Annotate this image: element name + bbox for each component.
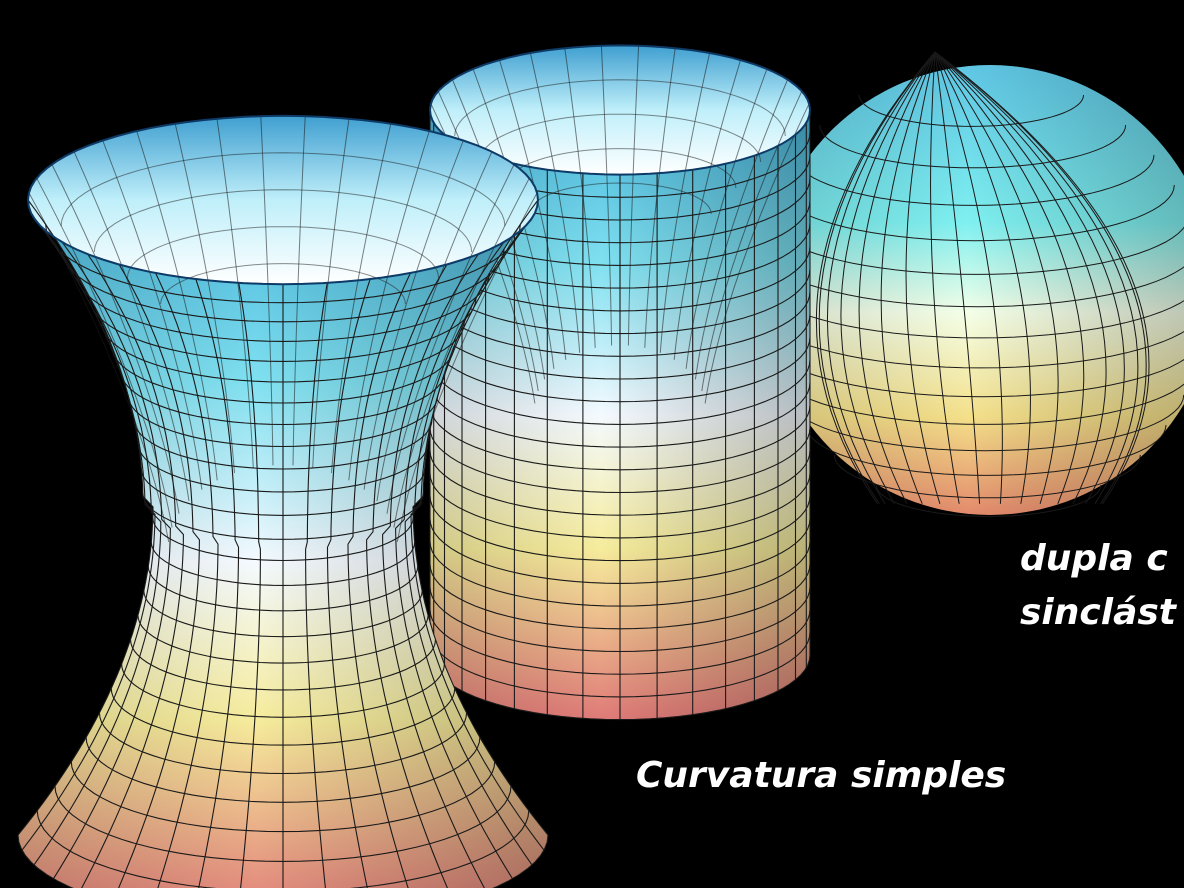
cylinder-rim <box>428 44 812 176</box>
cylinder-inner-line <box>451 79 546 380</box>
hyperboloid-rim <box>26 114 540 286</box>
cylinder-inner-line <box>564 48 596 348</box>
cylinder-inner-line <box>673 59 741 360</box>
hyperboloid-meridian <box>238 282 261 888</box>
cylinder-inner-line <box>644 48 676 348</box>
cylinder-inner-line <box>529 52 581 353</box>
hyperboloid-meridian <box>21 214 156 851</box>
double-curvature-line-2: sinclást <box>1020 592 1177 633</box>
cylinder-inner-line <box>694 79 789 380</box>
hyperboloid-inner-line <box>174 123 235 474</box>
hyperboloid-inner-line <box>393 177 530 528</box>
hyperboloid-opening <box>28 115 538 285</box>
hyperboloid-meridian <box>404 228 533 866</box>
sphere-longitude <box>858 51 936 505</box>
sphere-latitude <box>805 424 1167 476</box>
hyperboloid-meridian <box>81 253 184 888</box>
cylinder-inner-line <box>600 45 613 346</box>
sphere-longitude <box>905 51 941 504</box>
hyperboloid-inner-ring <box>60 152 506 227</box>
hyperboloid-meridian <box>382 253 485 888</box>
hyperboloid-meridian <box>410 214 545 851</box>
hyperboloid-meridian <box>326 278 371 888</box>
hyperboloid-inner-ring <box>160 263 406 305</box>
sphere-latitude <box>793 154 1155 206</box>
cylinder-surface <box>428 44 812 721</box>
hyperboloid-meridian <box>347 272 411 888</box>
cylinder-inner-line <box>627 45 640 346</box>
double-curvature-caption: dupla c sinclást <box>1020 532 1176 640</box>
sphere-longitude <box>934 51 1147 505</box>
sphere-longitude <box>818 51 936 505</box>
cylinder-inner-ring <box>454 79 786 137</box>
hyperboloid-inner-line <box>363 140 464 490</box>
sphere-surface <box>754 51 1184 517</box>
sphere-longitude <box>934 51 1150 505</box>
hyperboloid-inner-line <box>331 123 392 474</box>
sphere-longitude <box>826 51 936 505</box>
hyperboloid-inner-line <box>348 130 430 481</box>
sphere-longitude <box>934 51 1003 504</box>
hyperboloid-inner-ring <box>126 226 440 279</box>
simple-curvature-caption: Curvatura simples <box>636 755 1007 796</box>
sphere-longitude <box>930 51 960 504</box>
sphere-latitude <box>785 394 1184 452</box>
hyperboloid-inner-line <box>312 118 350 469</box>
hyperboloid-inner-line <box>216 118 254 469</box>
sphere-longitude <box>815 51 936 505</box>
hyperboloid-inner-line <box>292 116 306 466</box>
hyperboloid-meridian <box>53 241 171 879</box>
sphere-longitude <box>934 51 981 504</box>
cylinder-opening <box>430 45 810 175</box>
hyperboloid-inner-line <box>260 116 274 466</box>
hyperboloid-meridian <box>366 264 448 888</box>
hyperboloid-meridian <box>17 199 154 836</box>
sphere-longitude <box>934 51 1059 504</box>
hyperboloid-inner-ring <box>93 189 473 253</box>
cylinder-inner-line <box>499 59 567 360</box>
sphere-longitude <box>840 51 936 505</box>
hyperboloid-inner-line <box>102 140 203 490</box>
sphere-latitude <box>858 94 1085 127</box>
hyperboloid-surface <box>17 114 549 888</box>
cylinder-inner-line <box>701 90 803 392</box>
hyperboloid-meridian <box>33 228 162 866</box>
sphere-longitude <box>934 51 1125 505</box>
sphere-latitude <box>819 124 1127 169</box>
hyperboloid-meridian <box>118 264 200 888</box>
double-curvature-line-1: dupla c <box>1020 538 1168 579</box>
sphere-longitude <box>934 51 1031 504</box>
sphere-longitude <box>934 51 1139 505</box>
cylinder-inner-line <box>659 52 711 353</box>
sphere-longitude <box>934 51 1107 505</box>
hyperboloid-meridian <box>195 278 240 888</box>
hyperboloid-inner-line <box>36 177 173 528</box>
hyperboloid-meridian <box>305 282 328 888</box>
cylinder-inner-ring <box>478 113 762 163</box>
hyperboloid-meridian <box>155 272 219 888</box>
sphere-longitude <box>880 51 936 504</box>
sphere-longitude <box>934 51 1085 504</box>
hyperboloid-inner-line <box>136 130 218 481</box>
hyperboloid-meridian <box>395 241 513 879</box>
sphere-latitude <box>875 484 1102 517</box>
